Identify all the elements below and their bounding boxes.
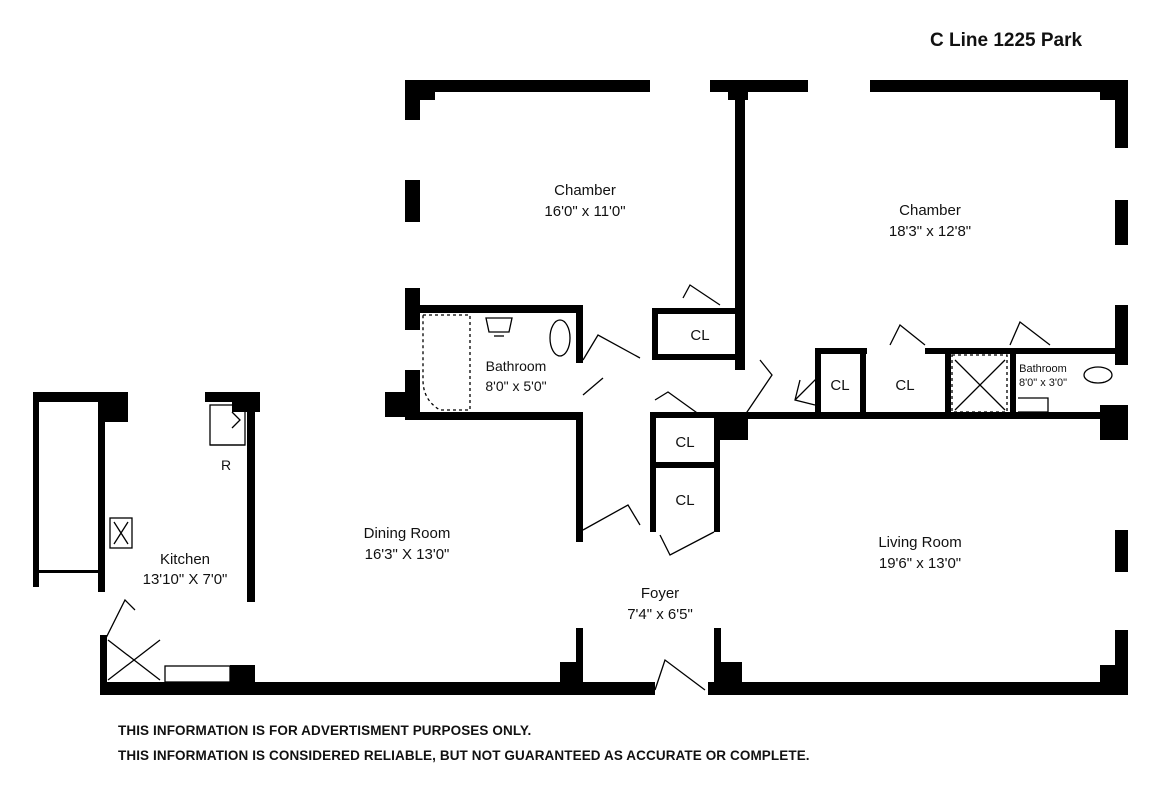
bathroom1-name: Bathroom bbox=[486, 358, 547, 374]
bathroom2-size: 8'0" x 3'0" bbox=[1019, 377, 1067, 389]
closet-label: CL bbox=[675, 492, 694, 509]
foyer-name: Foyer bbox=[641, 585, 679, 602]
dining-name: Dining Room bbox=[364, 525, 451, 542]
living-name: Living Room bbox=[878, 534, 961, 551]
dining-size: 16'3" X 13'0" bbox=[365, 546, 450, 563]
closet-label: CL bbox=[690, 327, 709, 344]
kitchen-name: Kitchen bbox=[160, 551, 210, 568]
bathroom1-size: 8'0" x 5'0" bbox=[485, 378, 546, 394]
disclaimer-line-2: THIS INFORMATION IS CONSIDERED RELIABLE,… bbox=[118, 748, 810, 763]
kitchen-size: 13'10" X 7'0" bbox=[143, 571, 228, 588]
fixtures bbox=[104, 284, 1113, 691]
chamber1-name: Chamber bbox=[554, 182, 616, 199]
refrigerator-label: R bbox=[221, 457, 231, 473]
disclaimer-line-1: THIS INFORMATION IS FOR ADVERTISMENT PUR… bbox=[118, 723, 532, 738]
closet-label: CL bbox=[895, 377, 914, 394]
chamber2-size: 18'3" x 12'8" bbox=[889, 223, 971, 240]
chamber1-size: 16'0" x 11'0" bbox=[544, 203, 625, 220]
chamber2-name: Chamber bbox=[899, 202, 961, 219]
plan-title: C Line 1225 Park bbox=[930, 30, 1083, 51]
closet-label: CL bbox=[830, 377, 849, 394]
closet-label: CL bbox=[675, 434, 694, 451]
walls bbox=[33, 80, 1128, 695]
bathroom2-name: Bathroom bbox=[1019, 363, 1067, 375]
room-labels: Chamber 16'0" x 11'0" Chamber 18'3" x 12… bbox=[143, 182, 1068, 623]
foyer-size: 7'4" x 6'5" bbox=[627, 606, 693, 623]
living-size: 19'6" x 13'0" bbox=[879, 555, 961, 572]
